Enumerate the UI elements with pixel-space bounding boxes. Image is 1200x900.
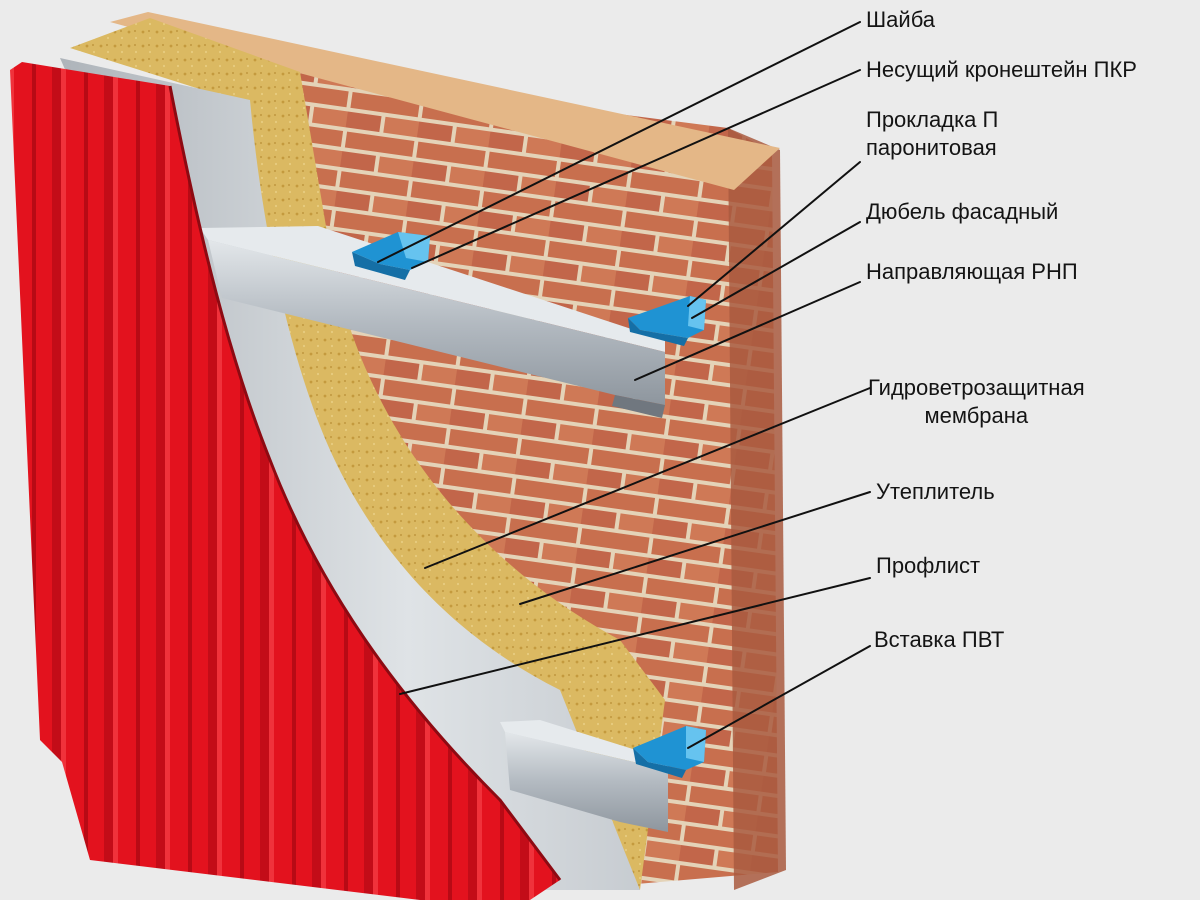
label-washer: Шайба (866, 7, 936, 32)
leader-line-bracket (411, 69, 861, 269)
label-membrane: Гидроветрозащитная мембрана (868, 375, 1085, 428)
upper-left-bracket (352, 232, 430, 280)
label-insert: Вставка ПВТ (874, 627, 1005, 652)
lower-rail-top (500, 720, 668, 770)
upper-rail-top (200, 226, 665, 352)
leader-line-dowel (691, 221, 861, 319)
leader-line-rail (634, 281, 861, 381)
insulation-top (70, 18, 300, 105)
leader-line-membrane (424, 387, 871, 569)
leader-line-insert (687, 645, 871, 749)
leader-line-insulation (519, 491, 871, 605)
upper-rail-lip (612, 395, 665, 418)
label-insulation: Утеплитель (876, 479, 995, 504)
upper-rail (208, 240, 665, 405)
brick-wall-side (728, 128, 786, 890)
profile-sheet-edge (168, 85, 562, 881)
label-bracket: Несущий кронештейн ПКР (866, 57, 1137, 82)
insulation-layer (250, 72, 665, 890)
label-profile-sheet: Профлист (876, 553, 981, 578)
leader-line-washer (377, 21, 861, 263)
label-dowel: Дюбель фасадный (866, 199, 1059, 224)
profile-sheet (10, 62, 560, 900)
lower-rail (505, 732, 668, 832)
label-rail: Направляющая РНП (866, 259, 1078, 284)
label-gasket: Прокладка П паронитовая (866, 107, 999, 160)
leader-line-profile-sheet (399, 577, 871, 695)
upper-right-bracket (628, 296, 706, 346)
leader-line-gasket (687, 161, 861, 307)
